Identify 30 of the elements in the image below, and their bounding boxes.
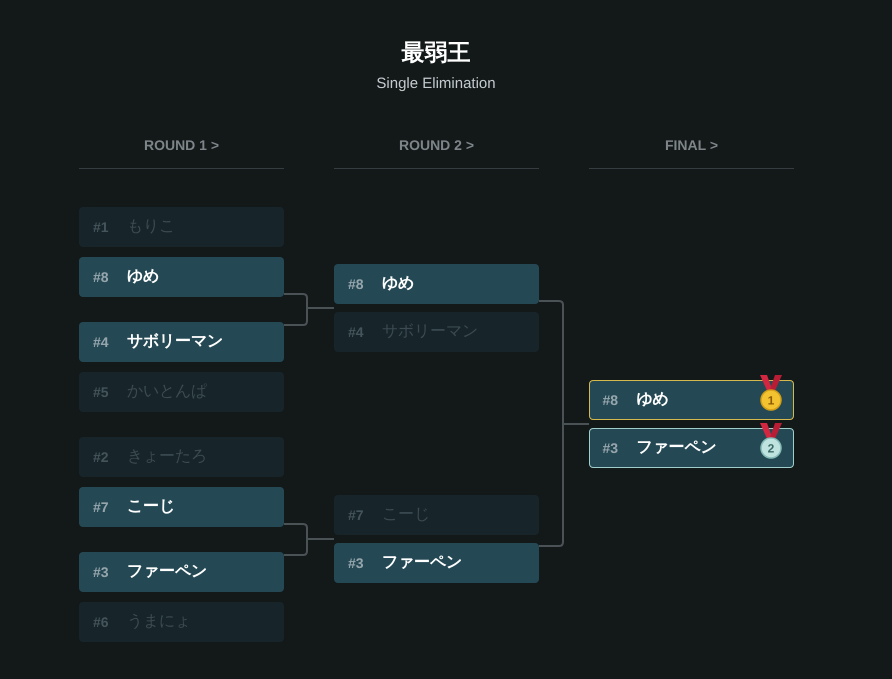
player-slot: [79, 257, 284, 297]
bracket-line: [284, 307, 334, 326]
player-name: ゆめ: [127, 268, 159, 286]
player-name: こーじ: [127, 498, 175, 516]
player-name: ゆめ: [636, 390, 668, 408]
seed-number: #4: [93, 334, 109, 350]
player-slot: [334, 543, 539, 583]
subtitle: Single Elimination: [376, 75, 496, 93]
player-name: ファーペン: [382, 554, 462, 572]
seed-number: #3: [348, 555, 364, 571]
bracket-line: [539, 423, 589, 547]
seed-number: #3: [93, 564, 109, 580]
player-name: ファーペン: [127, 563, 207, 581]
seed-number: #8: [348, 276, 364, 292]
round-header: ROUND 2 >: [398, 137, 474, 154]
round-header: ROUND 1 >: [144, 137, 220, 154]
player-name: ファーペン: [636, 438, 716, 456]
seed-number: #3: [602, 440, 618, 456]
player-slot: [79, 487, 284, 527]
seed-number: #7: [93, 499, 109, 515]
bracket-title: 最弱王: [402, 38, 470, 66]
seed-number: #8: [93, 269, 109, 285]
player-slot: [79, 322, 284, 362]
player-name: ゆめ: [382, 275, 414, 293]
player-slot: [334, 264, 539, 304]
bracket-line: [284, 538, 334, 556]
player-name: サボリーマン: [127, 333, 223, 351]
round-header: FINAL >: [664, 137, 718, 154]
seed-number: #8: [602, 392, 618, 408]
player-slot: [79, 552, 284, 592]
